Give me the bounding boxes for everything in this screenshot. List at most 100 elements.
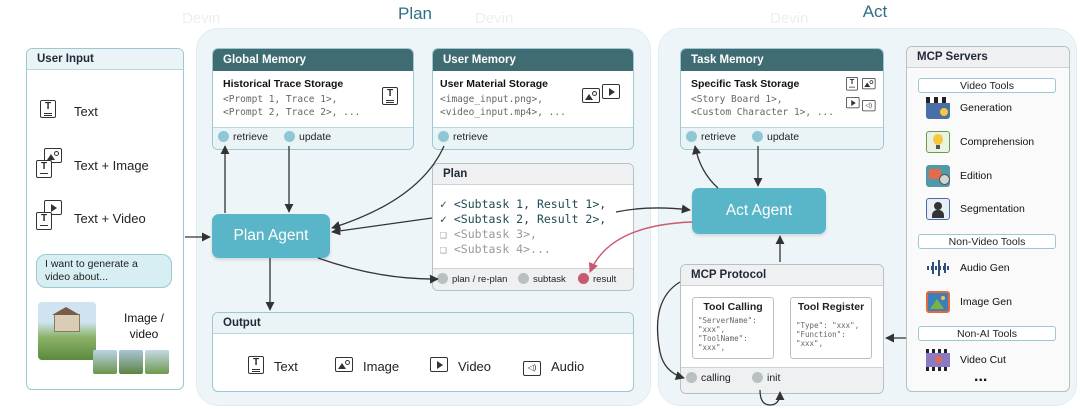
tool-calling-title: Tool Calling bbox=[703, 301, 763, 313]
task-memory-storage: Specific Task Storage bbox=[691, 78, 800, 90]
image-icon bbox=[862, 78, 876, 93]
segment-person-icon bbox=[926, 198, 950, 220]
port-label: update bbox=[299, 131, 332, 143]
arrow-plan-panel-to-plan-agent bbox=[331, 217, 433, 236]
task-memory-retrieve-port: retrieve bbox=[686, 131, 736, 143]
text-icon: T bbox=[248, 356, 264, 379]
media-label: Image / video bbox=[123, 311, 165, 341]
port-label: retrieve bbox=[233, 131, 269, 143]
user-input-text: Text bbox=[74, 104, 98, 119]
video-icon bbox=[846, 97, 860, 112]
task-memory-line-2: <Custom Character 1>, ... bbox=[691, 107, 834, 118]
video-tools-header: Video Tools bbox=[918, 78, 1056, 93]
text-icon: T bbox=[40, 100, 56, 123]
image-icon bbox=[582, 88, 600, 108]
media-thumb-2 bbox=[119, 350, 143, 374]
video-cut-tool: Video Cut bbox=[926, 349, 1006, 371]
plan-subtask-port: subtask bbox=[518, 273, 566, 285]
tool-calling-box: Tool Calling "ServerName": "xxx", "ToolN… bbox=[692, 297, 774, 359]
subtask-text: <Subtask 4>... bbox=[453, 242, 551, 256]
image-icon bbox=[335, 357, 353, 377]
arrow-act-agent-to-task-retrieve bbox=[692, 145, 719, 189]
port-label: retrieve bbox=[453, 131, 489, 143]
plan-subtask-3: ❑ <Subtask 3>, bbox=[440, 227, 537, 242]
generation-tool: Generation bbox=[926, 97, 1012, 119]
media-thumb-1 bbox=[93, 350, 117, 374]
output-text: Text bbox=[274, 359, 298, 374]
port-label: init bbox=[767, 372, 781, 384]
tool-register-box: Tool Register "Type": "xxx", "Function":… bbox=[790, 297, 872, 359]
user-memory-storage: User Material Storage bbox=[440, 78, 548, 90]
global-memory-line-1: <Prompt 1, Trace 1>, bbox=[223, 94, 338, 105]
tool-calling-line-4: "xxx", bbox=[698, 343, 726, 352]
port-label: plan / re-plan bbox=[452, 274, 508, 285]
audio-gen-tool: Audio Gen bbox=[926, 257, 1010, 279]
prompt-bubble: I want to generate a video about... bbox=[36, 254, 172, 288]
tool-label: Edition bbox=[960, 170, 993, 182]
mcp-protocol-title: MCP Protocol bbox=[681, 265, 883, 286]
subtask-text: <Subtask 1, Result 1>, bbox=[453, 197, 607, 211]
plan-result-port: result bbox=[578, 273, 616, 285]
media-thumb-3 bbox=[145, 350, 169, 374]
film-cut-icon bbox=[926, 349, 950, 371]
act-region-title: Act bbox=[862, 2, 888, 21]
plan-agent: Plan Agent bbox=[212, 214, 330, 258]
watermark: Devin bbox=[475, 10, 514, 27]
tool-label: Generation bbox=[960, 102, 1012, 114]
check-icon: ✓ bbox=[440, 212, 447, 226]
port-label: result bbox=[593, 274, 617, 285]
subtask-text: <Subtask 3>, bbox=[453, 227, 537, 241]
output-video: Video bbox=[458, 359, 492, 374]
tool-register-line-2: "Function": bbox=[796, 330, 846, 339]
tool-register-line-3: "xxx", bbox=[796, 339, 824, 348]
arrow-subtask-to-act-agent bbox=[615, 204, 691, 214]
user-input-text-video: Text + Video bbox=[74, 211, 146, 226]
checkbox-icon: ❑ bbox=[440, 242, 447, 256]
user-memory-ports bbox=[433, 127, 633, 149]
tool-calling-line-3: "ToolName": bbox=[698, 334, 748, 343]
tool-label: Image Gen bbox=[960, 296, 1012, 308]
mcp-init-port: init bbox=[752, 372, 780, 384]
video-icon bbox=[602, 84, 620, 104]
subtask-text: <Subtask 2, Result 2>, bbox=[453, 212, 607, 226]
user-memory-retrieve-port: retrieve bbox=[438, 131, 488, 143]
global-memory-title: Global Memory bbox=[213, 49, 413, 71]
check-icon: ✓ bbox=[440, 197, 447, 211]
user-input-title: User Input bbox=[27, 49, 183, 70]
task-memory-line-1: <Story Board 1>, bbox=[691, 94, 783, 105]
plan-subtask-4: ❑ <Subtask 4>... bbox=[440, 242, 551, 257]
global-memory-line-2: <Prompt 2, Trace 2>, ... bbox=[223, 107, 361, 118]
output-panel: Output bbox=[212, 312, 634, 392]
output-title: Output bbox=[213, 313, 633, 334]
tool-label: Comprehension bbox=[960, 136, 1035, 148]
plan-title: Plan bbox=[433, 164, 633, 185]
arrow-user-memory-to-plan-agent bbox=[331, 145, 445, 230]
picture-icon bbox=[926, 291, 950, 313]
tool-register-title: Tool Register bbox=[797, 301, 865, 313]
plan-subtask-2: ✓ <Subtask 2, Result 2>, bbox=[440, 212, 606, 227]
port-label: calling bbox=[701, 372, 731, 384]
film-edit-icon bbox=[926, 165, 950, 187]
comprehension-tool: Comprehension bbox=[926, 131, 1034, 153]
task-memory-update-port: update bbox=[752, 131, 799, 143]
tool-label: Segmentation bbox=[960, 203, 1025, 215]
arrow-act-agent-to-result bbox=[588, 221, 693, 273]
global-memory-panel: Global Memory bbox=[212, 48, 414, 150]
arrow-calling-loop bbox=[656, 281, 685, 381]
tool-calling-line-1: "ServerName": bbox=[698, 316, 757, 325]
user-input-text-image: Text + Image bbox=[74, 158, 149, 173]
output-audio: Audio bbox=[551, 359, 585, 374]
act-agent: Act Agent bbox=[692, 188, 826, 234]
plan-region-title: Plan bbox=[397, 4, 433, 23]
tool-register-line-1: "Type": "xxx", bbox=[796, 321, 860, 330]
tool-label: Audio Gen bbox=[960, 262, 1010, 274]
media-photo-main bbox=[38, 302, 96, 360]
audio-icon: ◁) bbox=[862, 97, 876, 112]
edition-tool: Edition bbox=[926, 165, 992, 187]
video-icon bbox=[430, 357, 448, 377]
output-image: Image bbox=[363, 359, 400, 374]
watermark: Devin bbox=[770, 10, 809, 27]
more-tools: ... bbox=[974, 368, 988, 385]
waveform-icon bbox=[926, 257, 950, 279]
arrow-init-loop bbox=[759, 389, 785, 406]
